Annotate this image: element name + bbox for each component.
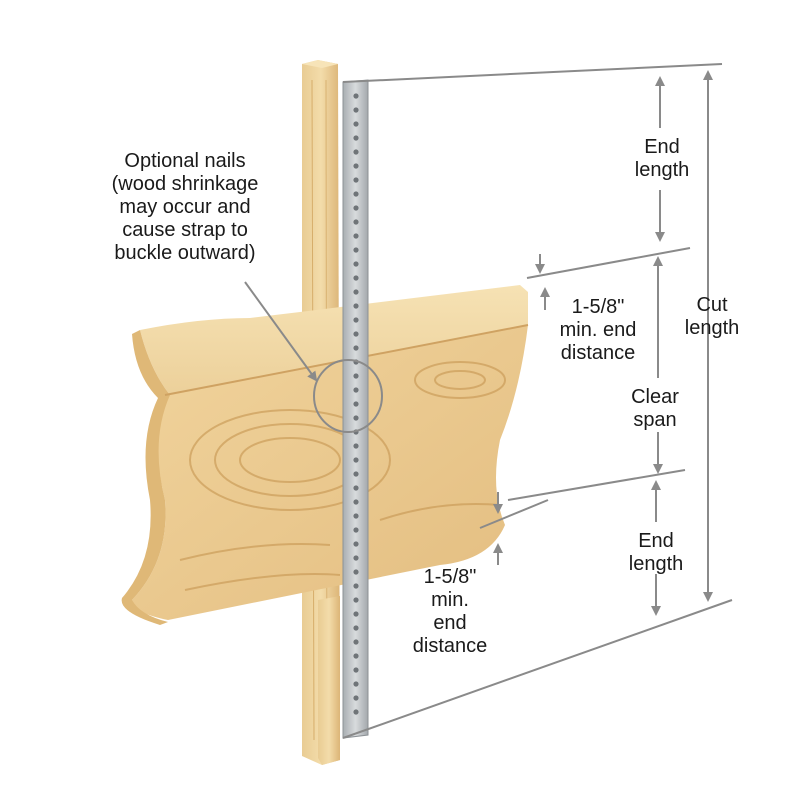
nail-hole [353, 583, 359, 589]
nail-hole [353, 135, 359, 141]
nail-callout [244, 281, 383, 433]
nail-hole [353, 555, 359, 561]
nail-hole [353, 219, 359, 225]
nail-hole [353, 681, 359, 687]
nail-hole [353, 163, 359, 169]
nail-hole [353, 107, 359, 113]
nail-hole [353, 289, 359, 295]
nail-hole [353, 415, 359, 421]
nail-hole [353, 121, 359, 127]
end-distance-bottom-label: 1-5/8" min. end distance [412, 566, 488, 657]
end-length-bottom-label: End length [628, 530, 684, 575]
nail-hole [353, 541, 359, 547]
nail-hole [353, 93, 359, 99]
nail-hole [353, 639, 359, 645]
nail-hole [353, 457, 359, 463]
nail-hole [353, 261, 359, 267]
nail-hole [353, 527, 359, 533]
nail-hole [353, 387, 359, 393]
nail-hole [353, 317, 359, 323]
nail-hole [353, 499, 359, 505]
nail-hole [353, 205, 359, 211]
nail-hole [353, 275, 359, 281]
nail-hole [353, 303, 359, 309]
optional-nails-label: Optional nails (wood shrinkage may occur… [111, 150, 259, 264]
nail-hole [353, 345, 359, 351]
nail-hole [353, 401, 359, 407]
horizontal-beam [121, 285, 529, 625]
nail-hole [353, 485, 359, 491]
nail-hole [353, 569, 359, 575]
nail-hole [353, 373, 359, 379]
clear-span-label: Clear span [631, 386, 679, 431]
end-distance-top-label: 1-5/8" min. end distance [559, 296, 637, 364]
nail-hole [353, 695, 359, 701]
nail-hole [353, 611, 359, 617]
nail-hole [353, 513, 359, 519]
end-length-top-label: End length [634, 136, 690, 181]
nail-hole [353, 443, 359, 449]
nail-hole [353, 625, 359, 631]
nail-hole [353, 597, 359, 603]
vertical-post-lower [318, 596, 340, 765]
nail-hole [353, 471, 359, 477]
nail-hole [353, 247, 359, 253]
nail-hole [353, 191, 359, 197]
cut-length-label: Cut length [684, 294, 740, 339]
nail-hole [353, 709, 359, 715]
nail-hole [353, 653, 359, 659]
nail-hole [353, 233, 359, 239]
nail-hole [353, 667, 359, 673]
nail-hole [353, 331, 359, 337]
metal-strap [342, 79, 369, 739]
nail-hole [353, 149, 359, 155]
dimension-lines [342, 63, 733, 739]
nail-hole [353, 177, 359, 183]
